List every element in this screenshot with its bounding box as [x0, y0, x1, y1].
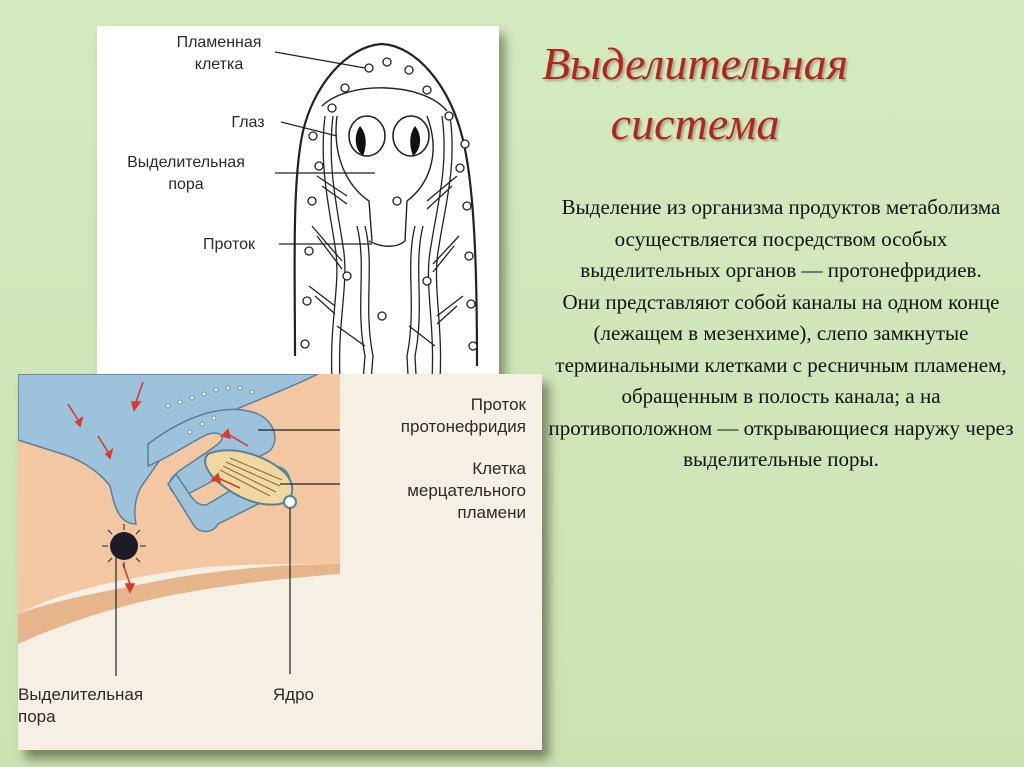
flame-cells [300, 57, 478, 351]
slide-title: Выделительная система [541, 38, 849, 149]
label-eye: Глаз [231, 114, 265, 131]
label-flame-cell: Пламенная клетка [176, 34, 262, 73]
label-flame-cell-bottom: Клетка мерцательного пламени [407, 459, 526, 522]
eye-right [392, 115, 430, 157]
label-pointers [274, 51, 375, 245]
slide-body-text: Выделение из организма продуктов метабол… [548, 192, 1014, 476]
label-protonephridium-duct: Проток протонефридия [400, 395, 526, 436]
label-nucleus: Ядро [272, 685, 314, 704]
excretory-pore-symbol [102, 524, 146, 568]
label-duct: Проток [203, 236, 255, 253]
protonephridium-diagram [18, 374, 340, 676]
label-excretory-pore-bottom: Выделительная пора [18, 685, 144, 726]
planaria-diagram-panel: Пламенная клетка Глаз Выделительная пора… [97, 26, 499, 394]
flame-cell-bulb [204, 449, 294, 506]
protonephridium-diagram-panel: Проток протонефридия Клетка мерцательног… [18, 374, 542, 750]
planaria-body-outline [293, 42, 479, 367]
slide-body-paragraph: Выделение из организма продуктов метабол… [548, 195, 1014, 471]
duct-wall-cells [165, 385, 255, 435]
label-excretory-pore: Выделительная пора [127, 154, 245, 193]
excretory-ducts [308, 115, 464, 394]
eye-left [348, 115, 386, 157]
planaria-diagram [274, 42, 479, 394]
flow-arrows [67, 381, 249, 594]
label-pointers-bottom [115, 429, 340, 676]
